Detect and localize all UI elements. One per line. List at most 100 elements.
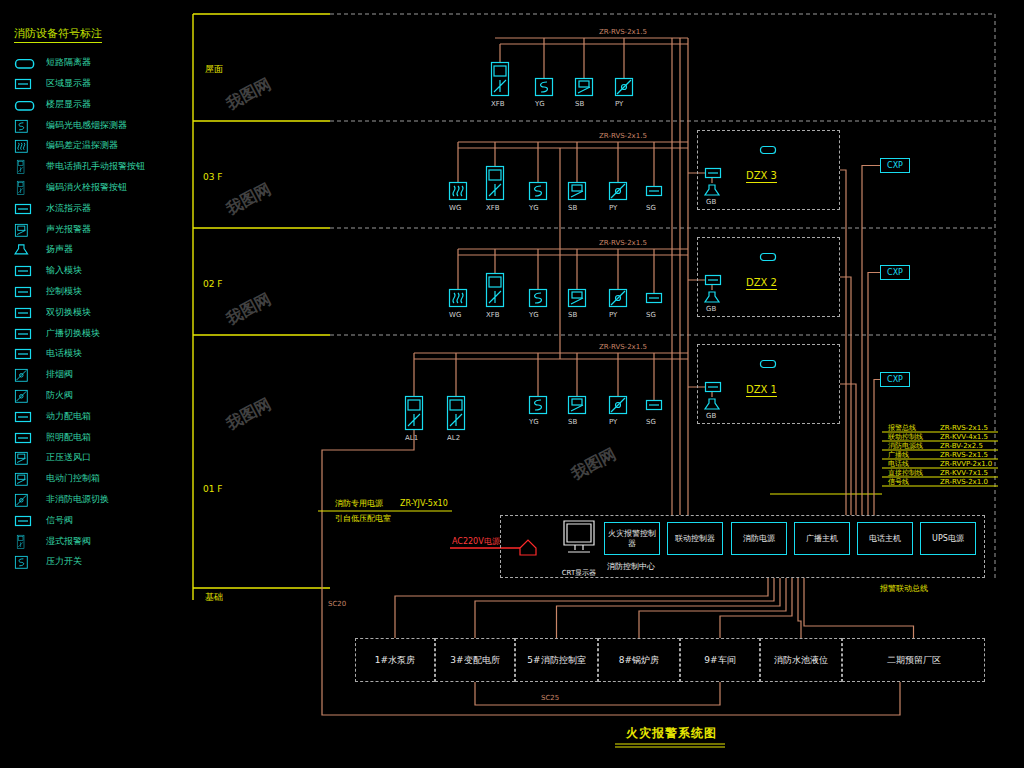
annotation: 消防电源线 (888, 442, 923, 451)
annotation: ZR-RVS-2x1.5 (940, 451, 988, 460)
legend-label: 动力配电箱 (46, 411, 91, 422)
building-label: 1#水泵房 (375, 655, 415, 666)
annotation: ZR-YJV-5x10 (400, 499, 448, 509)
legend-label: 扬声器 (46, 244, 73, 255)
annotation-holder: ZR-RVS-2x1.5 (598, 239, 648, 248)
legend-label-holder: 照明配电箱 (46, 432, 91, 443)
legend-label-holder: 动力配电箱 (46, 411, 91, 422)
legend-label: 输入模块 (46, 265, 82, 276)
control-panel: 消防电源 (731, 522, 787, 555)
panel-label: 联动控制器 (675, 534, 715, 544)
legend-label: 信号阀 (46, 515, 73, 526)
distribution-box: DZX 1 (697, 344, 840, 424)
legend-label-holder: 编码光电感烟探测器 (46, 120, 127, 131)
annotation-holder: ZR-RVVP-2x1.0 (940, 460, 992, 469)
annotation-holder: XFB (486, 311, 500, 320)
annotation-holder: SB (568, 311, 577, 320)
watermark-holder: 我图网 (225, 85, 273, 103)
box-label: DZX 1 (746, 384, 777, 397)
legend-label-holder: 防火阀 (46, 390, 73, 401)
annotation: YG (529, 418, 539, 427)
annotation-holder: SC25 (540, 694, 560, 703)
annotation-holder: ZR-RVS-2x1.5 (940, 451, 988, 460)
annotation: YG (529, 204, 539, 213)
box-label: DZX 2 (746, 277, 777, 290)
connector-line (639, 578, 786, 638)
annotation: 信号线 (888, 478, 909, 487)
legend-label-holder: 输入模块 (46, 265, 82, 276)
control-panel: 联动控制器 (667, 522, 723, 555)
annotation: WG (449, 311, 461, 320)
annotation-holder: ZR-YJV-5x10 (400, 499, 448, 509)
building-box: 消防水池液位 (760, 638, 842, 682)
legend-label: 水流指示器 (46, 203, 91, 214)
annotation-holder: YG (529, 204, 539, 213)
annotation-holder: AL2 (447, 434, 460, 443)
annotation: WG (449, 204, 461, 213)
annotation-holder: SC20 (327, 600, 347, 609)
annotation: AL1 (405, 434, 418, 443)
connector-line (395, 578, 768, 638)
annotation: ZR-RVS-2x1.5 (598, 132, 648, 141)
legend-heading-holder: 消防设备符号标注 (14, 22, 102, 43)
legend-label: 编码差定温探测器 (46, 140, 118, 151)
annotation-holder: 03 F (203, 172, 223, 183)
annotation: SC25 (540, 694, 560, 703)
annotation: 引自低压配电室 (335, 514, 391, 524)
display-label: CXP (887, 375, 903, 385)
legend-label: 压力开关 (46, 556, 82, 567)
annotation: ZR-RVS-2x1.5 (598, 28, 648, 37)
annotation: ZR-RVS-2x1.5 (598, 239, 648, 248)
annotation-holder: PY (615, 100, 623, 109)
floor-frame (193, 14, 330, 600)
building-box: 3#变配电所 (435, 638, 515, 682)
watermark: 我图网 (224, 290, 275, 328)
annotation: 03 F (203, 172, 223, 183)
legend-label-holder: 扬声器 (46, 244, 73, 255)
bus-connector (475, 578, 774, 638)
annotation: GB (706, 305, 716, 314)
control-panel: 广播主机 (794, 522, 850, 555)
annotation-holder: 信号线 (888, 478, 909, 487)
legend-label-holder: 水流指示器 (46, 203, 91, 214)
legend-label: 楼层显示器 (46, 99, 91, 110)
legend-label: 排烟阀 (46, 369, 73, 380)
legend-label: 正压送风口 (46, 452, 91, 463)
legend-symbols (15, 60, 34, 569)
annotation-holder: 报警联动总线 (880, 584, 928, 594)
watermark-holder: 我图网 (225, 190, 273, 208)
annotation: SG (646, 311, 656, 320)
bus-connector (639, 578, 786, 638)
annotation: SB (568, 204, 577, 213)
legend-label-holder: 声光报警器 (46, 224, 91, 235)
building-box: 二期预留厂区 (842, 638, 985, 682)
annotation-holder: SG (646, 204, 656, 213)
annotation-holder: ZR-KVV-4x1.5 (940, 433, 988, 442)
legend-label-holder: 压力开关 (46, 556, 82, 567)
legend-label-holder: 区域显示器 (46, 78, 91, 89)
annotation-holder: SG (646, 311, 656, 320)
building-box: 9#车间 (680, 638, 760, 682)
annotation: XFB (486, 311, 500, 320)
bus-connector (840, 384, 856, 515)
annotation-holder: ZR-KVV-7x1.5 (940, 469, 988, 478)
building-label: 9#车间 (704, 655, 735, 666)
annotation: 屋面 (205, 64, 223, 75)
bus-connector (798, 578, 801, 638)
legend-label: 广播切换模块 (46, 328, 100, 339)
annotation-holder: WG (449, 311, 461, 320)
legend-label: 湿式报警阀 (46, 536, 91, 547)
floor-display: CXP (880, 372, 910, 387)
annotation: 02 F (203, 279, 223, 290)
annotation: SG (646, 204, 656, 213)
annotation: 01 F (203, 484, 223, 495)
legend-label-holder: 信号阀 (46, 515, 73, 526)
building-box: 1#水泵房 (355, 638, 435, 682)
legend-label-holder: 带电话插孔手动报警按钮 (46, 161, 145, 172)
annotation: 报警总线 (888, 424, 916, 433)
legend-label: 电动门控制箱 (46, 473, 100, 484)
watermark: 我图网 (224, 180, 275, 218)
bus-connector (862, 166, 880, 516)
floor-display: CXP (880, 265, 910, 280)
